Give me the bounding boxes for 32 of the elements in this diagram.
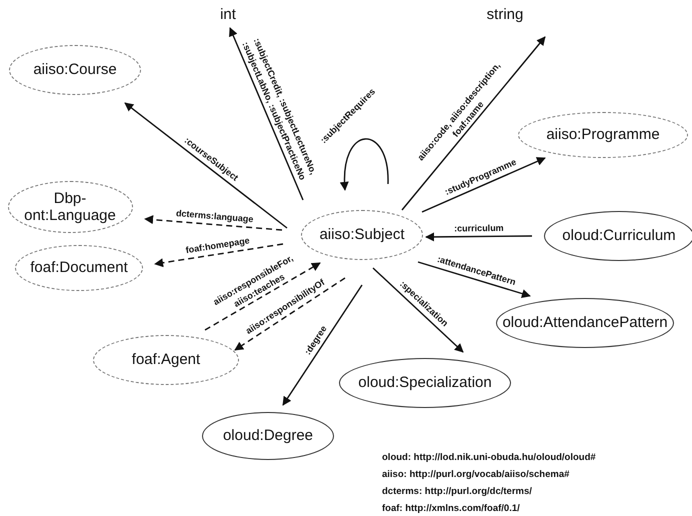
class-ellipse: foaf:Document (15, 245, 143, 291)
arrow (422, 157, 546, 213)
namespace-note: dcterms: http://purl.org/dc/terms/ (382, 486, 532, 497)
class-ellipse: aiiso:Subject (301, 210, 423, 260)
edge-label: :curriculum (453, 222, 505, 235)
arrow (234, 277, 346, 351)
class-ellipse: foaf:Agent (93, 335, 239, 385)
edge-label: foaf:homepage (184, 234, 252, 256)
arrow (418, 261, 531, 298)
arrow (425, 232, 532, 242)
namespace-note: foaf: http://xmlns.com/foaf/0.1/ (382, 503, 520, 514)
arrow (340, 138, 389, 191)
type-label: string (480, 5, 530, 25)
arrow (204, 262, 321, 331)
arrow (124, 102, 288, 229)
edge-label: dcterms:language (174, 206, 254, 226)
type-label: int (213, 5, 243, 25)
arrow (401, 36, 546, 210)
arrow (372, 267, 464, 353)
class-ellipse: oloud:Degree (202, 412, 334, 460)
class-ellipse: Dbp-ont:Language (8, 181, 132, 233)
class-ellipse: aiiso:Programme (518, 112, 688, 158)
arrow (154, 243, 284, 268)
class-ellipse: oloud:Curriculum (544, 211, 692, 261)
arrow (144, 215, 282, 231)
class-ellipse: aiiso:Course (9, 45, 141, 95)
namespace-note: oloud: http://lod.nik.uni-obuda.hu/oloud/oloud# (382, 452, 596, 463)
class-ellipse: oloud:Specialization (339, 358, 511, 408)
arrow (229, 27, 304, 200)
namespace-note: aiiso: http://purl.org/vocab/aiiso/schema# (382, 469, 570, 480)
arrow (282, 284, 363, 406)
class-ellipse: oloud:AttendancePattern (496, 298, 674, 348)
